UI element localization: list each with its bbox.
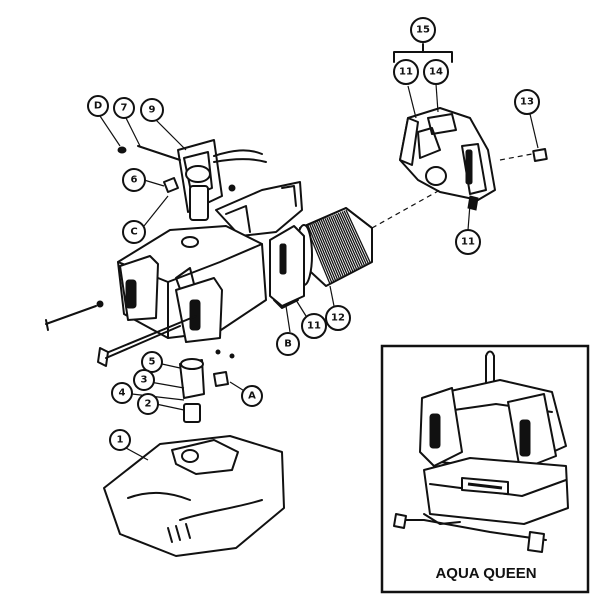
callout-15-bracket <box>393 43 471 231</box>
callout-13: 13 <box>514 89 540 115</box>
callout-C: C <box>122 220 146 244</box>
motor-pump-assembly <box>117 139 267 221</box>
callout-A: A <box>241 385 263 407</box>
callout-11-mid-label: 11 <box>307 321 321 332</box>
part-13-clip <box>529 113 548 162</box>
filter-pleat-line <box>322 218 348 275</box>
callout-B: B <box>276 305 300 356</box>
filter-pleat-line <box>328 216 354 272</box>
filter-pleat-line <box>333 214 360 269</box>
callout-6: 6 <box>122 168 146 192</box>
filter-pleat-line <box>307 224 333 284</box>
callout-1: 1 <box>109 429 131 451</box>
filter-pleat-line <box>324 218 350 274</box>
callout-9-label: 9 <box>149 105 156 116</box>
callout-9: 9 <box>140 98 164 122</box>
inset-panel: AQUA QUEEN <box>380 344 590 594</box>
callout-B-label: B <box>284 339 292 350</box>
filter-pleat-line <box>326 217 352 273</box>
callout-2: 2 <box>137 393 159 415</box>
filter-pleat-line <box>330 215 356 271</box>
callout-11-top-label: 11 <box>399 67 413 78</box>
filter-pleat-line <box>332 215 358 270</box>
callout-5: 5 <box>141 351 163 373</box>
filter-pleat-line <box>343 210 369 264</box>
assembly-line-13 <box>499 153 533 161</box>
callout-5-label: 5 <box>149 357 156 368</box>
main-housing <box>117 181 303 343</box>
part-5-drive-pulley <box>161 358 205 399</box>
callout-11-right: 11 <box>455 229 481 255</box>
filter-pleat-line <box>339 212 365 266</box>
callout-7: 7 <box>113 97 135 119</box>
inset-caption: AQUA QUEEN <box>435 565 536 582</box>
filter-pleat-line <box>341 211 367 265</box>
callout-D: D <box>87 95 109 117</box>
callout-3: 3 <box>133 369 155 391</box>
callout-11-mid: 11 <box>295 299 327 339</box>
callout-6-label: 6 <box>131 175 138 186</box>
assembly-line-filter <box>371 189 441 229</box>
callout-4: 4 <box>111 382 133 404</box>
filter-pleat-line <box>318 220 344 277</box>
callout-4-label: 4 <box>119 388 126 399</box>
callout-C-label: C <box>130 227 137 238</box>
callout-15: 15 <box>410 17 436 43</box>
part-1-base-shell <box>103 435 285 557</box>
filter-pleat-line <box>309 224 335 283</box>
callout-7-label: 7 <box>121 103 128 114</box>
callout-11-top: 11 <box>393 59 419 85</box>
filter-pleat-line <box>335 213 362 268</box>
callout-13-label: 13 <box>520 97 534 108</box>
callout-1-label: 1 <box>117 435 124 446</box>
part-2-bushing <box>131 381 201 423</box>
callout-11-right-label: 11 <box>461 237 475 248</box>
callout-12-label: 12 <box>331 313 345 324</box>
part-11-end-cap <box>269 225 305 309</box>
callout-14: 14 <box>423 59 449 85</box>
filter-pleat-line <box>313 222 339 281</box>
part-15-rear-cover <box>399 107 496 211</box>
filter-pleat-line <box>345 209 371 263</box>
part-A-pin <box>213 349 247 393</box>
filter-pleat-line <box>314 221 341 280</box>
callout-D-label: D <box>94 101 102 112</box>
callout-15-label: 15 <box>416 25 430 36</box>
filter-pleat-line <box>337 212 363 267</box>
filter-pleat-line <box>320 219 346 276</box>
filter-pleat-line <box>311 223 337 282</box>
callout-A-label: A <box>248 391 256 402</box>
filter-pleat-line <box>316 221 343 278</box>
callout-14-label: 14 <box>429 67 443 78</box>
motor-leader-lines <box>99 115 187 227</box>
part-12-filter-cartridge <box>295 207 373 287</box>
callout-3-label: 3 <box>141 375 148 386</box>
sweep-hose <box>45 300 197 367</box>
callout-12: 12 <box>325 285 351 331</box>
callout-2-label: 2 <box>145 399 152 410</box>
